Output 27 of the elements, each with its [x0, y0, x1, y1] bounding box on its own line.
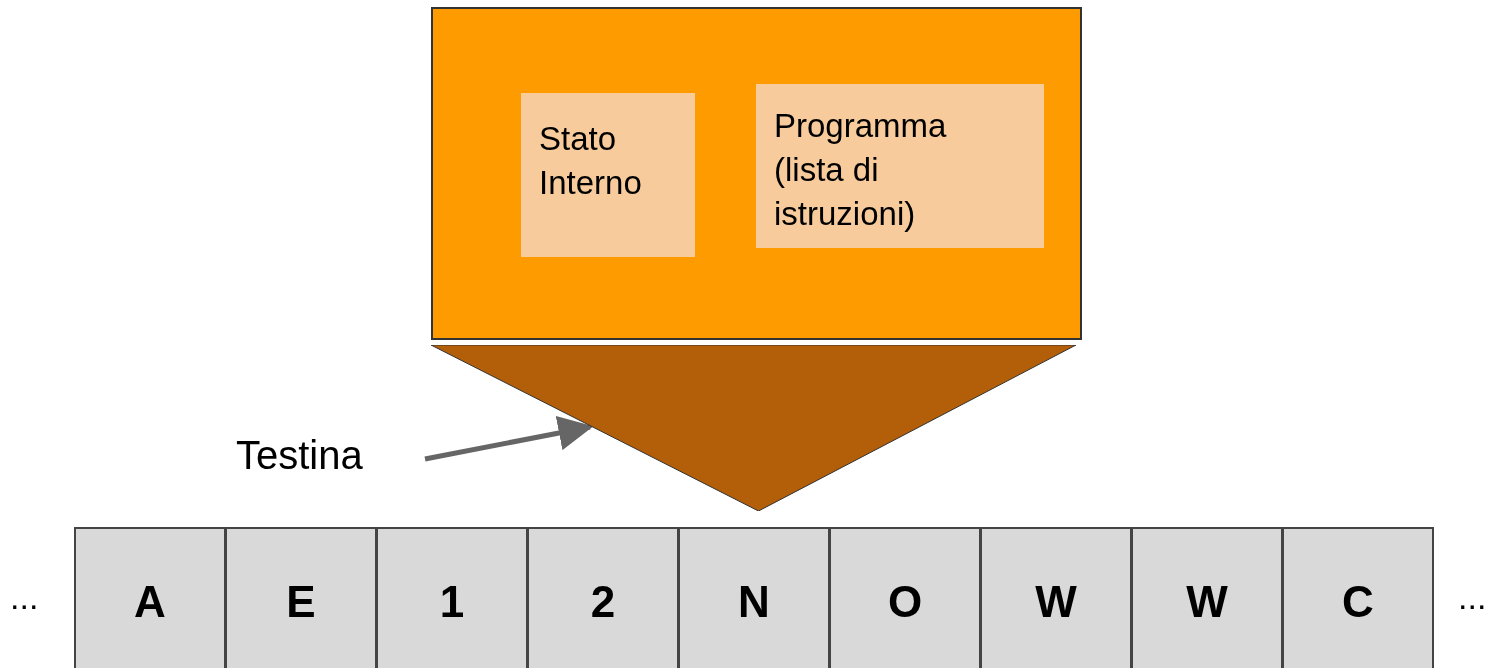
- cell-symbol: W: [1186, 577, 1228, 627]
- tape-cell: [527, 527, 679, 668]
- ellipsis-text: ...: [1458, 578, 1487, 617]
- ellipsis-text: ...: [10, 578, 39, 617]
- tape-cell: [829, 527, 981, 668]
- cell-symbol: N: [738, 577, 770, 627]
- cell-symbol: E: [286, 577, 316, 627]
- box-text: Stato Interno: [539, 119, 643, 203]
- cell-symbol: C: [1342, 577, 1374, 627]
- arrow: [424, 415, 594, 462]
- cell-symbol: A: [134, 577, 166, 627]
- tape-cell: [980, 527, 1132, 668]
- state-box: [521, 93, 695, 257]
- tape-cell: [74, 527, 226, 668]
- cell-symbol: 2: [590, 577, 616, 627]
- cell-symbol: 1: [439, 577, 465, 627]
- program-box: [756, 84, 1044, 248]
- tape-cell: [225, 527, 377, 668]
- tape-cell: [376, 527, 528, 668]
- box-text: Programma (lista di istruzioni): [774, 106, 948, 234]
- machine-box: [431, 7, 1082, 340]
- head-label: Testina: [236, 425, 363, 485]
- cell-symbol: O: [887, 577, 923, 627]
- tape-cell: [1131, 527, 1283, 668]
- tape-cell: [678, 527, 830, 668]
- cell-symbol: W: [1035, 577, 1077, 627]
- tape-cell: [1282, 527, 1434, 668]
